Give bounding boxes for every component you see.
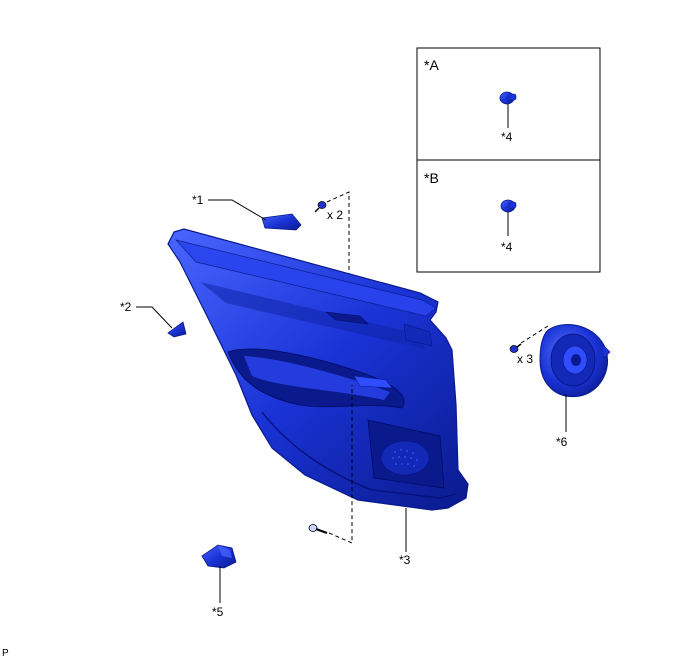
callout-1: *1	[192, 193, 204, 207]
door-trim-panel-3	[167, 228, 469, 511]
screw-top-qty: x 2	[327, 208, 343, 222]
callout-4a: *4	[501, 130, 513, 144]
clip-a-part	[499, 91, 517, 105]
dash-speaker-screw	[520, 325, 549, 344]
callout-4b: *4	[501, 240, 513, 254]
screw-speaker-qty: x 3	[517, 352, 533, 366]
callout-3: *3	[399, 553, 411, 567]
bracket-part-5	[201, 544, 237, 569]
clip-b-part	[500, 199, 517, 213]
speaker-part-6	[539, 324, 611, 398]
inset-b-label: *B	[424, 170, 439, 186]
callout-5: *5	[212, 605, 224, 619]
callout-2: *2	[120, 300, 132, 314]
cover-part-2	[167, 321, 187, 338]
figure-code: P	[2, 648, 9, 658]
dash-bottom-screw	[328, 385, 353, 544]
leader-1	[208, 199, 267, 221]
inset-panel: *A *B *4 *4	[416, 47, 601, 273]
screw-speaker	[509, 343, 522, 353]
screw-bottom	[308, 524, 328, 534]
inset-a-label: *A	[424, 57, 439, 73]
callout-6: *6	[556, 435, 568, 449]
trim-part-1	[261, 213, 302, 231]
screw-top	[314, 201, 327, 213]
leader-2	[136, 306, 173, 329]
